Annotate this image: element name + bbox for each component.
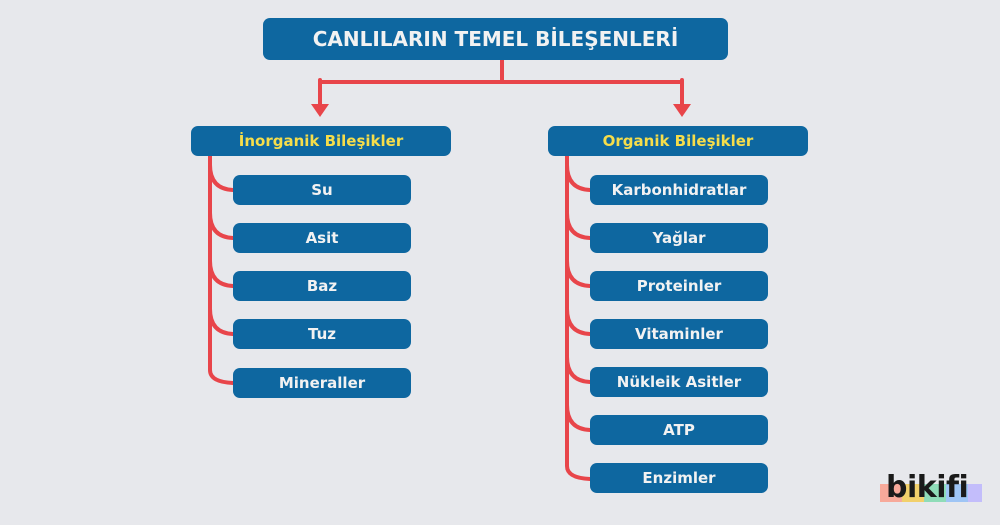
item-asit: Asit (233, 223, 411, 253)
category-inorganic: İnorganik Bileşikler (191, 126, 451, 156)
arrow-left-icon (311, 104, 329, 117)
item-karbonhidratlar: Karbonhidratlar (590, 175, 768, 205)
item-enzimler: Enzimler (590, 463, 768, 493)
logo-text: bikifi (886, 470, 969, 505)
bikifi-logo: bikifi (880, 470, 990, 508)
arrow-right-icon (673, 104, 691, 117)
item-mineraller: Mineraller (233, 368, 411, 398)
logo-bar (924, 484, 946, 502)
item-su: Su (233, 175, 411, 205)
item-atp: ATP (590, 415, 768, 445)
item-tuz: Tuz (233, 319, 411, 349)
item-nukleik-asitler: Nükleik Asitler (590, 367, 768, 397)
item-baz: Baz (233, 271, 411, 301)
diagram-title: CANLILARIN TEMEL BİLEŞENLERİ (263, 18, 728, 60)
item-vitaminler: Vitaminler (590, 319, 768, 349)
category-organic: Organik Bileşikler (548, 126, 808, 156)
item-yaglar: Yağlar (590, 223, 768, 253)
logo-bar (946, 484, 968, 502)
item-proteinler: Proteinler (590, 271, 768, 301)
logo-bar (880, 484, 902, 502)
logo-bar (968, 484, 982, 502)
logo-bar (902, 484, 924, 502)
